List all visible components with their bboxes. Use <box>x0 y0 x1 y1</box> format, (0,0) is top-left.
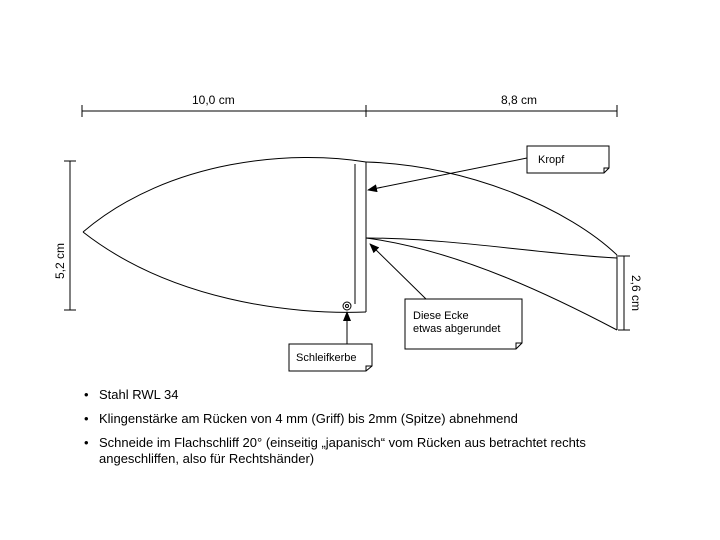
callout-rounded-corner-line1: Diese Ecke <box>413 310 469 322</box>
dimension-label-handle-height: 2,6 cm <box>629 275 643 311</box>
callout-rounded-corner-line2: etwas abgerundet <box>413 323 500 335</box>
dimension-label-blade-length: 10,0 cm <box>192 93 235 107</box>
dimension-label-blade-height: 5,2 cm <box>53 243 67 279</box>
handle-outline <box>365 161 618 331</box>
left-height-dimension <box>64 160 76 311</box>
blade-outline <box>82 156 367 313</box>
spec-item-edge-grind: • Schneide im Flachschliff 20° (einseiti… <box>84 435 644 467</box>
callout-schleifkerbe-label: Schleifkerbe <box>296 352 357 364</box>
spec-item-thickness: • Klingenstärke am Rücken von 4 mm (Grif… <box>84 411 644 427</box>
bullet-icon: • <box>84 387 89 402</box>
bullet-icon: • <box>84 411 89 426</box>
spec-item-steel: • Stahl RWL 34 <box>84 387 644 403</box>
callout-kropf: Kropf <box>367 145 610 193</box>
bullet-icon: • <box>84 435 89 450</box>
spec-item-steel-text: Stahl RWL 34 <box>99 387 179 402</box>
top-dimension <box>81 105 618 117</box>
sharpening-notch <box>342 301 352 311</box>
dimension-label-handle-length: 8,8 cm <box>501 93 537 107</box>
callout-kropf-label: Kropf <box>538 154 565 166</box>
callout-rounded-corner: Diese Ecke etwas abgerundet <box>369 243 523 350</box>
right-height-dimension <box>618 255 630 331</box>
specification-list: • Stahl RWL 34 • Klingenstärke am Rücken… <box>84 387 644 475</box>
spec-item-edge-grind-text: Schneide im Flachschliff 20° (einseitig … <box>99 435 586 466</box>
callout-schleifkerbe: Schleifkerbe <box>288 311 373 372</box>
spec-item-thickness-text: Klingenstärke am Rücken von 4 mm (Griff)… <box>99 411 518 426</box>
